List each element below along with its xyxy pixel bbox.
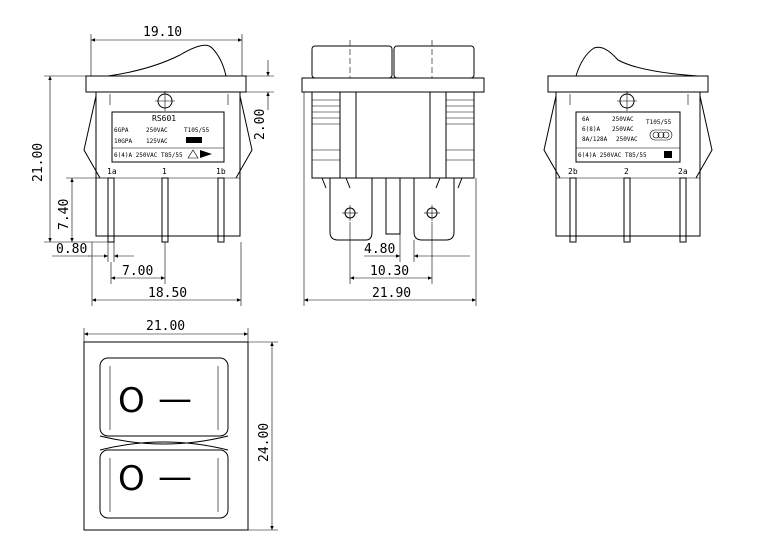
triangle-mark-icon [187,149,199,159]
side-dimensions: 4.80 10.30 21.90 [303,92,477,306]
cert-mark3-icon [664,151,672,158]
dim-pin-thickness: 0.80 [56,242,87,257]
dim-front-width: 19.10 [143,25,182,40]
dim-base-width: 18.50 [148,286,187,301]
svg-text:1: 1 [162,167,167,176]
svg-text:8A/128A: 8A/128A [582,136,608,143]
dim-top-height: 24.00 [257,423,272,462]
top-rocker-upper [99,357,229,437]
svg-text:2: 2 [624,167,629,176]
back-clip-right [695,95,713,179]
front-bezel [85,75,247,93]
side-terminal-center [385,177,401,235]
svg-text:1b: 1b [216,167,226,176]
on-symbol-lower: — [158,457,192,497]
dim-pin-spacing: 7.00 [122,264,153,279]
cert-mark2-icon [200,150,212,158]
svg-text:125VAC: 125VAC [146,138,168,145]
front-clip-right [235,95,253,179]
dim-front-top-offset: 2.00 [253,109,268,140]
svg-text:250VAC: 250VAC [612,126,634,133]
svg-text:6(4)A 250VAC T85/55: 6(4)A 250VAC T85/55 [578,152,647,159]
side-bezel [301,77,485,93]
cert-mark-icon [186,137,202,143]
front-view: RS601 6GPA 250VAC T105/55 10GPA 125VAC 6… [83,44,253,243]
svg-text:6(4)A 250VAC T85/55: 6(4)A 250VAC T85/55 [114,152,183,159]
back-rocker [575,46,699,77]
on-symbol-upper: — [158,379,192,419]
front-rocker [107,44,227,77]
side-rocker-right [393,45,475,79]
side-view [301,40,485,241]
back-pin-2a [679,177,687,243]
dim-pin-height: 7.40 [57,199,72,230]
front-clip-left [83,95,101,179]
front-pin-1b [217,177,225,243]
back-pin-2b [569,177,577,243]
svg-text:1a: 1a [107,167,117,176]
off-symbol-lower: O [118,459,145,499]
dim-top-width: 21.00 [146,319,185,334]
svg-text:10GPA: 10GPA [114,138,132,145]
back-label-plate [575,111,681,163]
svg-text:6GPA: 6GPA [114,127,129,134]
svg-text:2b: 2b [568,167,578,176]
top-rocker-upper-curve [99,435,229,445]
front-label-plate [111,111,225,163]
dim-side-pin-span: 10.30 [370,264,409,279]
back-bezel [547,75,709,93]
svg-text:6(8)A: 6(8)A [582,126,600,133]
back-clip-left [543,95,561,179]
top-rocker-lower [99,449,229,519]
side-rocker-left [311,45,393,79]
side-ribs-left [312,99,340,161]
back-body [555,91,701,237]
dim-front-height: 21.00 [31,143,46,182]
svg-text:6A: 6A [582,116,590,123]
top-view: O — O — [83,341,249,531]
svg-text:T105/55: T105/55 [646,119,672,126]
dim-side-pin-spacing: 4.80 [364,242,395,257]
back-pin-2 [623,177,631,243]
dim-side-width: 21.90 [372,286,411,301]
svg-text:250VAC: 250VAC [612,116,634,123]
front-pin-1a [107,177,115,243]
off-symbol-upper: O [118,381,145,421]
svg-text:T105/55: T105/55 [184,127,210,134]
side-ribs-right [446,99,474,161]
side-terminal-left [329,178,373,241]
front-model: RS601 [152,114,176,123]
top-rocker-lower-curve [99,441,229,451]
side-terminal-right [413,178,455,241]
svg-text:250VAC: 250VAC [146,127,168,134]
side-body [311,91,475,179]
top-outer-frame [83,341,249,531]
back-view: 6A 250VAC T105/55 6(8)A 250VAC 8A/128A 2… [543,46,713,243]
cert-rings-icon [649,129,673,141]
side-clip-legs [321,177,463,189]
svg-text:250VAC: 250VAC [616,136,638,143]
front-pin-1 [161,177,169,243]
svg-text:2a: 2a [678,167,688,176]
front-dimensions: 19.10 21.00 2.00 7.40 0.80 7.00 18.50 [31,25,274,306]
top-dimensions: 21.00 24.00 [83,319,278,531]
